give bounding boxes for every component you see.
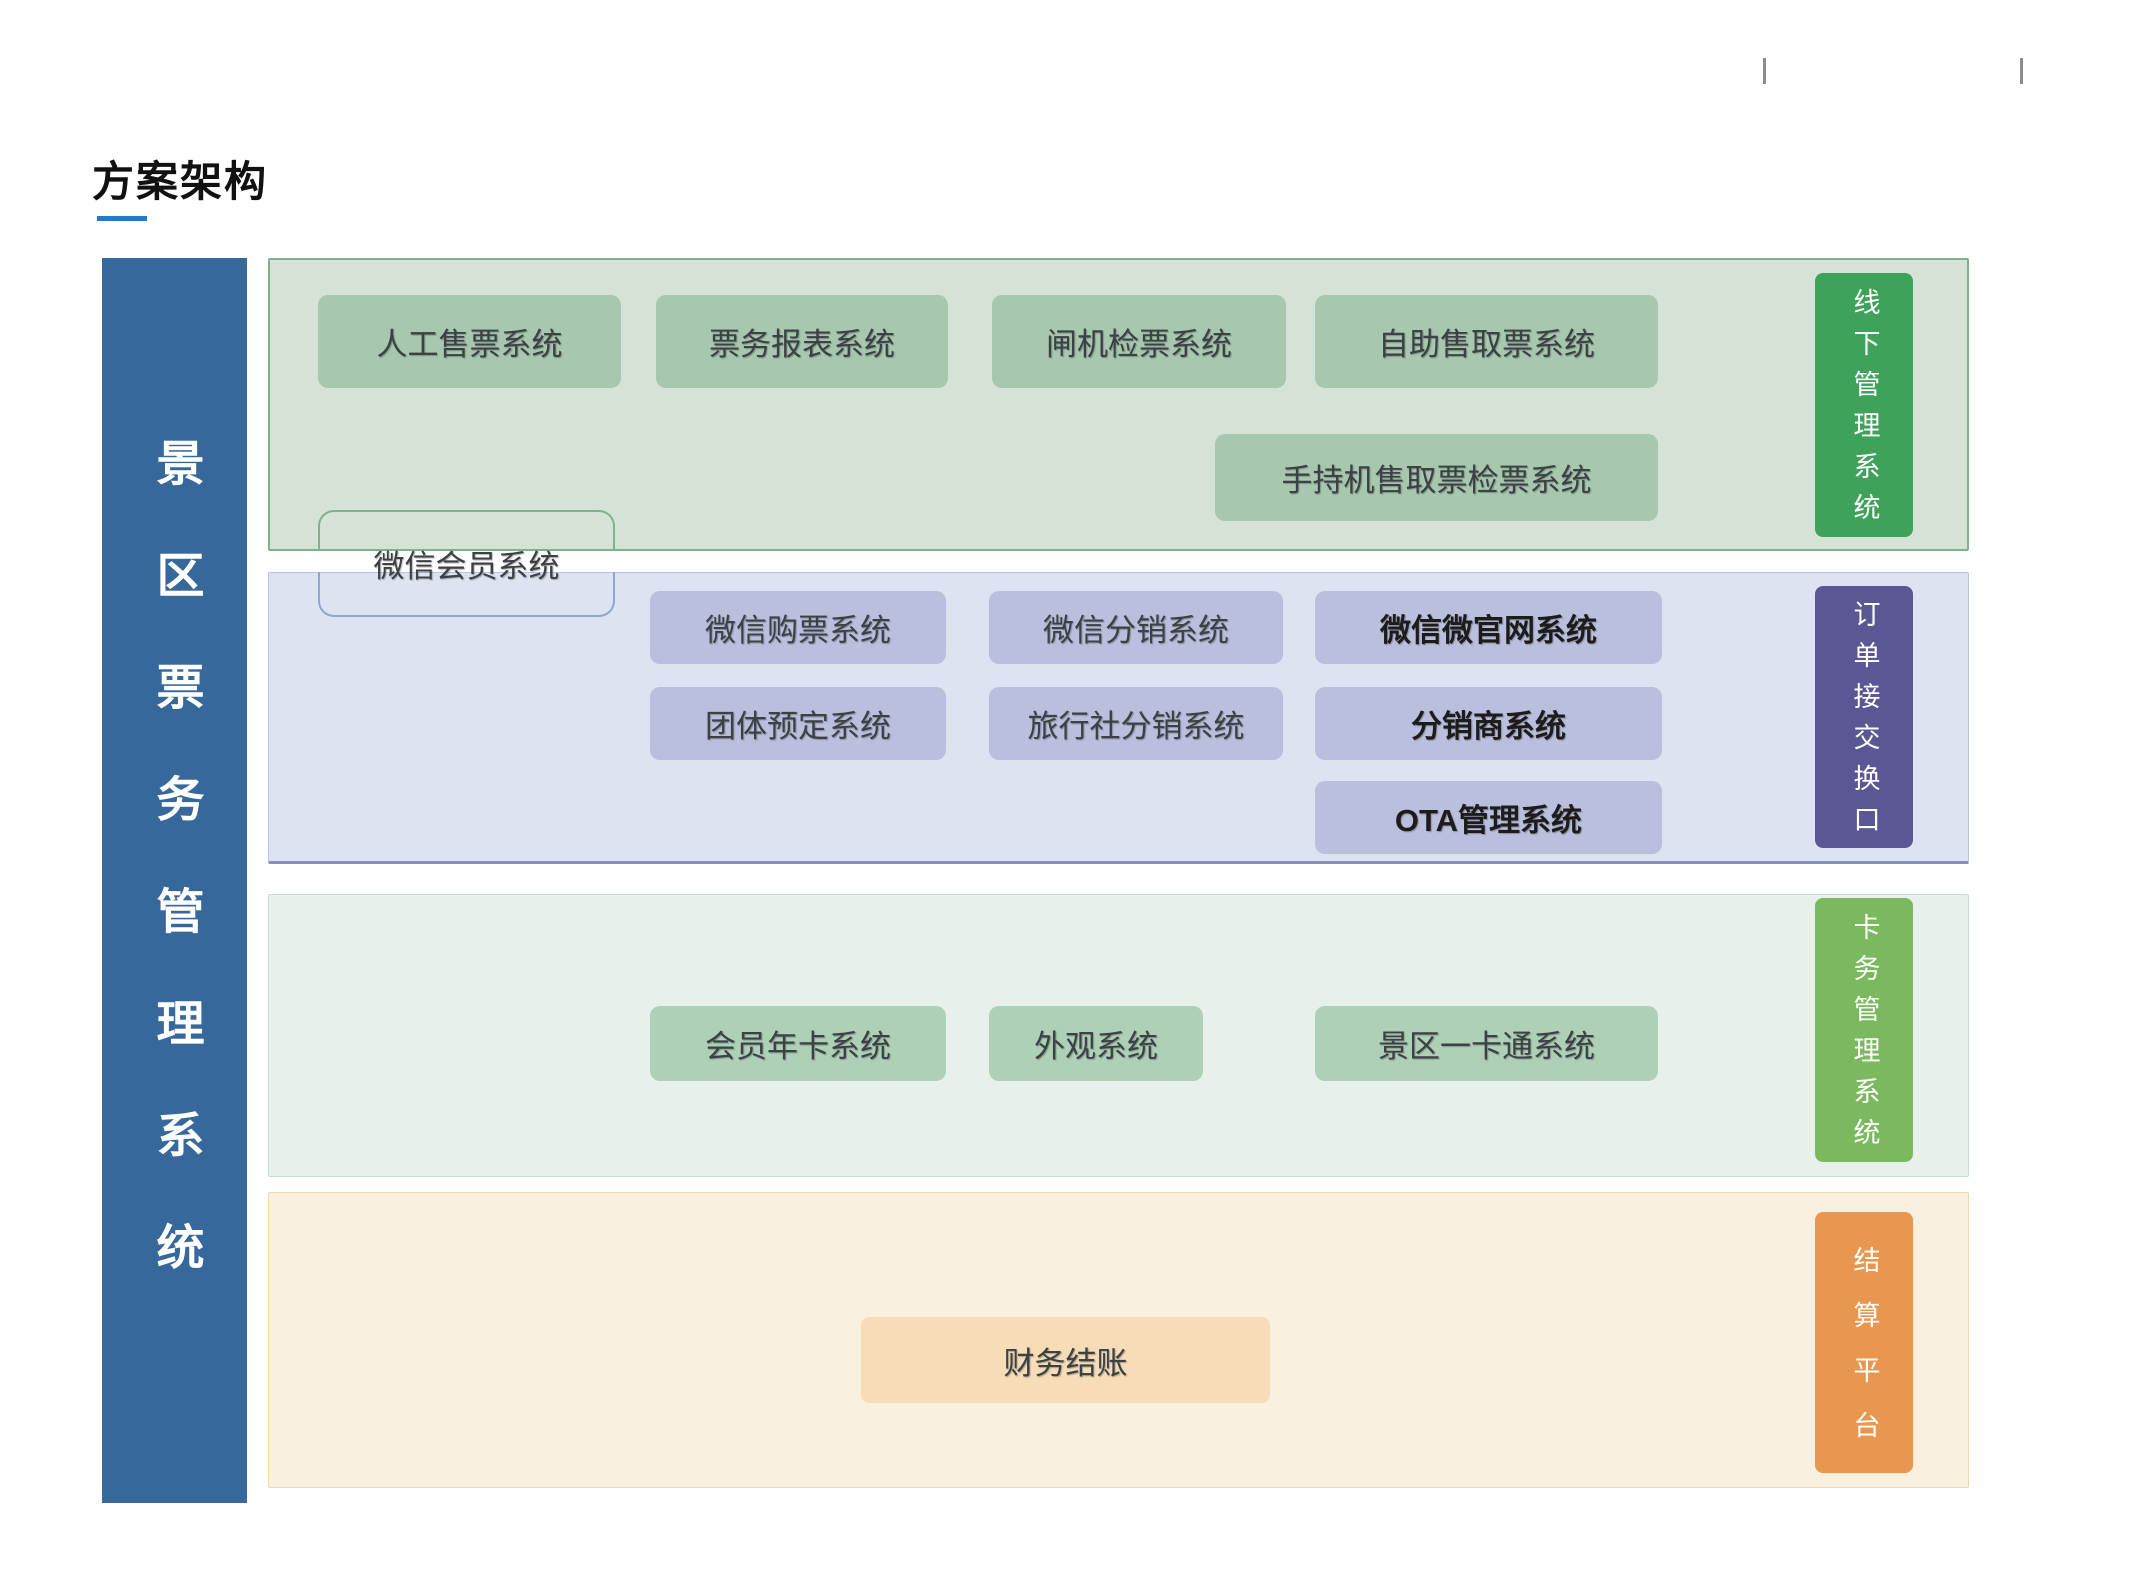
band-label-text: 线下管理系统 [1849, 288, 1880, 534]
band-label-text: 结算平台 [1849, 1245, 1880, 1466]
box-financial-settlement: 财务结账 [861, 1317, 1270, 1403]
box-member-annual-card: 会员年卡系统 [650, 1006, 946, 1081]
band-label-card-management: 卡务管理系统 [1815, 898, 1913, 1162]
box-appearance: 外观系统 [989, 1006, 1203, 1081]
band-label-text: 卡务管理系统 [1849, 913, 1880, 1159]
box-manual-ticketing: 人工售票系统 [318, 295, 621, 388]
box-group-booking: 团体预定系统 [650, 687, 946, 760]
title-underline [97, 216, 147, 221]
band-label-settlement-platform: 结算平台 [1815, 1212, 1913, 1473]
box-ota-management: OTA管理系统 [1315, 781, 1662, 854]
box-scenic-one-card: 景区一卡通系统 [1315, 1006, 1658, 1081]
box-wechat-purchase: 微信购票系统 [650, 591, 946, 664]
box-self-service-ticketing: 自助售取票系统 [1315, 295, 1658, 388]
box-gate-check: 闸机检票系统 [992, 295, 1286, 388]
box-travel-agency-distribution: 旅行社分销系统 [989, 687, 1283, 760]
box-distributor: 分销商系统 [1315, 687, 1662, 760]
box-ticket-report: 票务报表系统 [656, 295, 948, 388]
band-label-text: 订单接交换口 [1849, 600, 1880, 846]
system-pillar-title: 景区票务管理系统 [148, 437, 202, 1334]
box-handheld-ticketing: 手持机售取票检票系统 [1215, 434, 1658, 521]
separator-tick-icon [2020, 58, 2023, 84]
page-title: 方案架构 [92, 158, 269, 205]
box-wechat-distribution: 微信分销系统 [989, 591, 1283, 664]
box-wechat-micro-site: 微信微官网系统 [1315, 591, 1662, 664]
band-label-offline-management: 线下管理系统 [1815, 273, 1913, 537]
separator-tick-icon [1763, 58, 1766, 84]
system-pillar: 景区票务管理系统 [102, 258, 247, 1503]
band-label-order-exchange: 订单接交换口 [1815, 586, 1913, 848]
